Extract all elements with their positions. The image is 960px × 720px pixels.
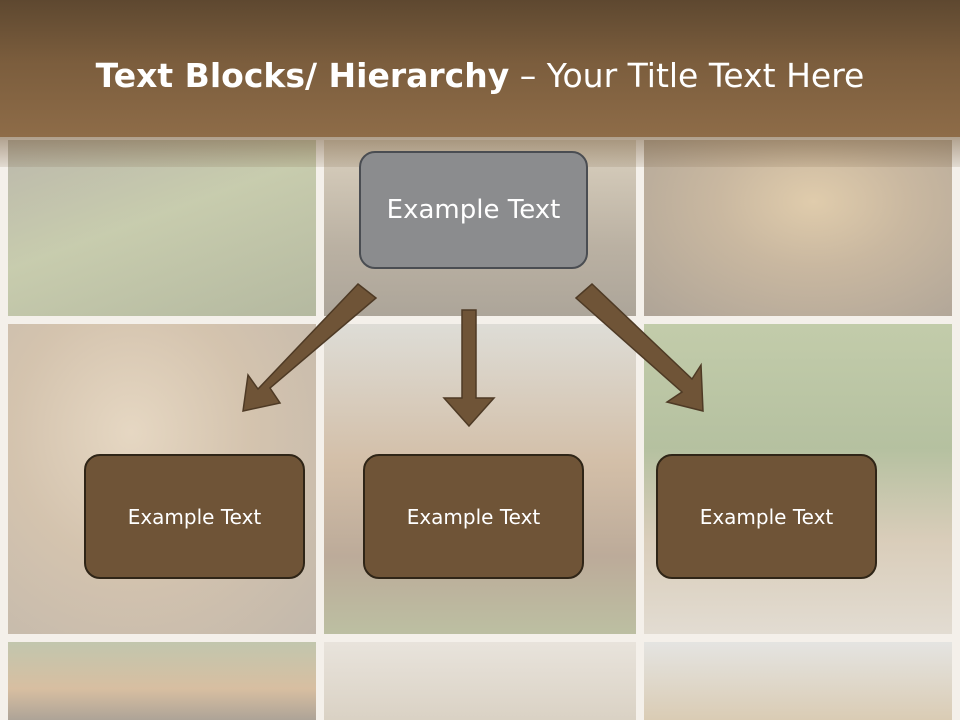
child-box-center[interactable]: Example Text (363, 454, 584, 579)
arrow-center (442, 309, 496, 428)
photo-panda (8, 140, 316, 316)
child-box-text: Example Text (127, 504, 262, 529)
photo-monkey (644, 642, 952, 720)
photo-monkey-rope (324, 642, 636, 720)
arrow-left (242, 282, 378, 412)
slide-title-rest: Your Title Text Here (546, 56, 865, 95)
slide-title: Text Blocks/ Hierarchy – Your Title Text… (0, 56, 960, 96)
child-box-left[interactable]: Example Text (84, 454, 305, 579)
child-box-text: Example Text (406, 504, 541, 529)
top-level-box-text: Example Text (386, 195, 561, 225)
child-box-text: Example Text (699, 504, 834, 529)
photo-tiger (8, 642, 316, 720)
top-level-box[interactable]: Example Text (359, 151, 588, 269)
slide-title-dash: – (509, 56, 547, 95)
arrow-right (574, 282, 704, 412)
slide-title-bold: Text Blocks/ Hierarchy (95, 56, 510, 95)
photo-lion (644, 140, 952, 316)
child-box-right[interactable]: Example Text (656, 454, 877, 579)
title-bar (0, 0, 960, 137)
